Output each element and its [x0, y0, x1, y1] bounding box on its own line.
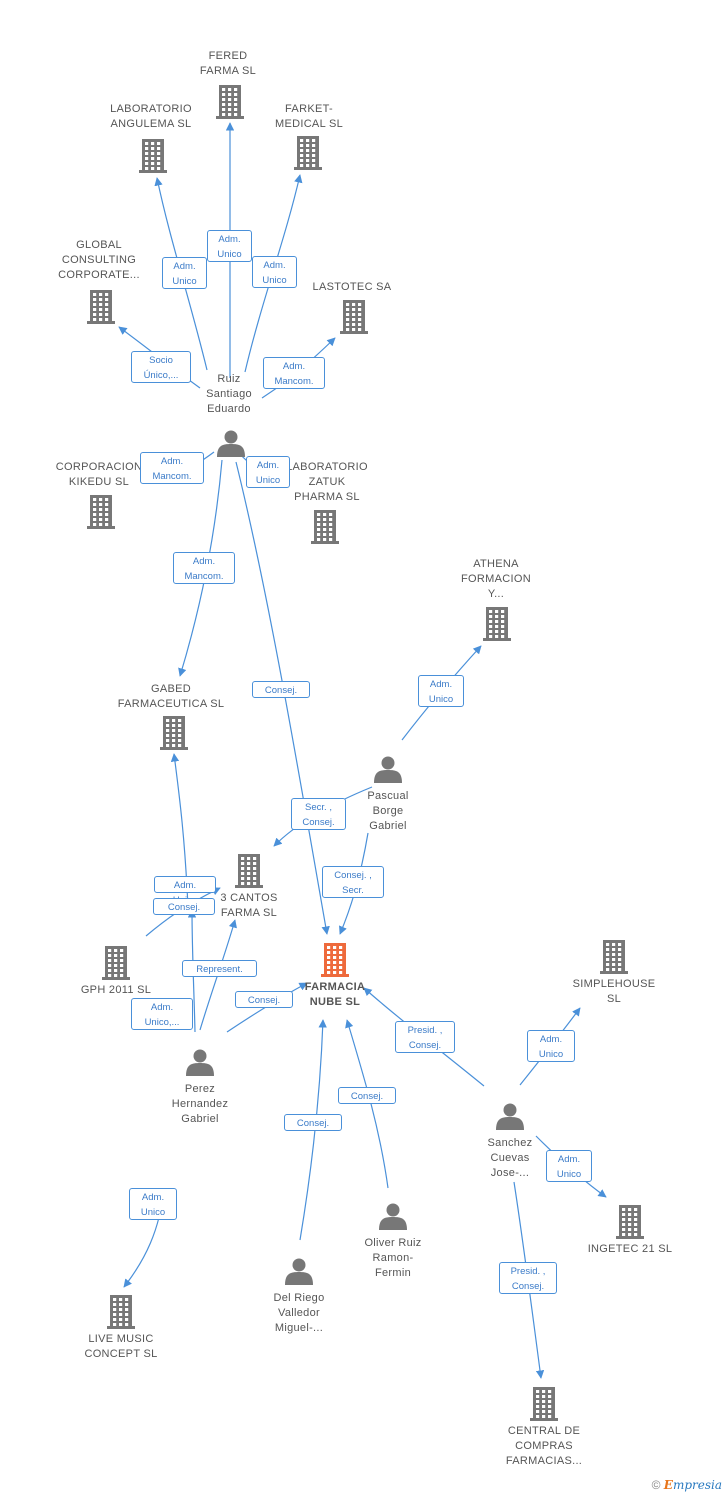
company-icon-livemusic[interactable] [107, 1295, 135, 1329]
relation-badge-e2[interactable]: Adm. Unico [162, 257, 207, 289]
company-icon-gabed[interactable] [160, 716, 188, 750]
relation-badge-e12[interactable]: Consej. , Secr. [322, 866, 384, 898]
relation-badge-e14[interactable]: Consej. [153, 898, 215, 915]
relation-badge-e6[interactable]: Adm. Mancom. [140, 452, 204, 484]
company-icon-gph[interactable] [102, 946, 130, 980]
person-icon-sanchez[interactable] [496, 1103, 524, 1131]
company-icon-kikedu[interactable] [87, 495, 115, 529]
main-company-icon-farmacia[interactable] [321, 943, 349, 977]
relation-badge-e18[interactable]: Presid. , Consej. [395, 1021, 455, 1053]
relation-badge-e11[interactable]: Secr. , Consej. [291, 798, 346, 830]
node-label-livemusic[interactable]: LIVE MUSIC CONCEPT SL [84, 1333, 158, 1360]
relation-badge-e9[interactable]: Consej. [252, 681, 310, 698]
relation-badge-e21[interactable]: Consej. [284, 1114, 342, 1131]
relation-badge-e8[interactable]: Adm. Mancom. [173, 552, 235, 584]
company-icon-fered[interactable] [216, 85, 244, 119]
node-label-simplehouse[interactable]: SIMPLEHOUSE SL [572, 978, 656, 1005]
node-label-delriego[interactable]: Del Riego Valledor Miguel-... [273, 1292, 325, 1334]
company-icon-farket[interactable] [294, 136, 322, 170]
node-label-perez[interactable]: Perez Hernandez Gabriel [171, 1083, 229, 1125]
person-icon-oliver[interactable] [379, 1203, 407, 1231]
person-icon-perez[interactable] [186, 1049, 214, 1077]
company-icon-cantos[interactable] [235, 854, 263, 888]
footer: © Empresia [652, 1478, 722, 1492]
node-label-oliver[interactable]: Oliver Ruiz Ramon- Fermin [364, 1237, 422, 1279]
node-label-sanchez[interactable]: Sanchez Cuevas Jose-... [487, 1137, 533, 1179]
relation-badge-e16[interactable]: Adm. Unico,... [131, 998, 193, 1030]
node-label-lastotec[interactable]: LASTOTEC SA [312, 281, 392, 293]
relation-badge-e4[interactable]: Socio Único,... [131, 351, 191, 383]
edge-line-e22 [345, 1019, 389, 1189]
person-icon-pascual[interactable] [374, 756, 402, 784]
person-icon-delriego[interactable] [285, 1258, 313, 1286]
relation-badge-e7[interactable]: Adm. Unico [246, 456, 290, 488]
empresia-logo[interactable]: Empresia [663, 1478, 722, 1492]
node-label-global[interactable]: GLOBAL CONSULTING CORPORATE... [58, 239, 140, 281]
node-label-athena[interactable]: ATHENA FORMACION Y... [461, 558, 531, 600]
relation-badge-e13[interactable]: Adm. Unico [154, 876, 216, 906]
relation-badge-e17[interactable]: Consej. [235, 991, 293, 1008]
edge-line-e21 [299, 1019, 327, 1241]
relation-badge-e3[interactable]: Adm. Unico [252, 256, 297, 288]
node-label-zatuk[interactable]: LABORATORIO ZATUK PHARMA SL [286, 461, 368, 503]
node-label-fered[interactable]: FERED FARMA SL [199, 50, 257, 77]
node-label-central[interactable]: CENTRAL DE COMPRAS FARMACIAS... [505, 1425, 583, 1467]
node-label-ruiz[interactable]: Ruiz Santiago Eduardo [206, 373, 252, 415]
company-icon-simplehouse[interactable] [600, 940, 628, 974]
node-label-ingetec[interactable]: INGETEC 21 SL [587, 1243, 673, 1255]
company-icon-athena[interactable] [483, 607, 511, 641]
company-icon-ingetec[interactable] [616, 1205, 644, 1239]
person-icon-ruiz[interactable] [217, 430, 245, 458]
relation-badge-e1[interactable]: Adm. Unico [207, 230, 252, 262]
node-label-gabed[interactable]: GABED FARMACEUTICA SL [117, 683, 225, 710]
node-label-farmacia[interactable]: FARMACIA NUBE SL [304, 981, 366, 1008]
company-icon-central[interactable] [530, 1387, 558, 1421]
node-label-gph[interactable]: GPH 2011 SL [80, 984, 152, 996]
relation-badge-e20[interactable]: Adm. Unico [546, 1150, 592, 1182]
relation-badge-e23[interactable]: Adm. Unico [129, 1188, 177, 1220]
node-label-angulema[interactable]: LABORATORIO ANGULEMA SL [110, 103, 192, 130]
relation-badge-e15[interactable]: Represent. [182, 960, 257, 977]
company-icon-zatuk[interactable] [311, 510, 339, 544]
node-label-farket[interactable]: FARKET- MEDICAL SL [274, 103, 344, 130]
node-label-pascual[interactable]: Pascual Borge Gabriel [367, 790, 409, 832]
copyright-icon: © [651, 1478, 661, 1492]
company-icon-global[interactable] [87, 290, 115, 324]
company-icon-angulema[interactable] [139, 139, 167, 173]
relation-badge-e5[interactable]: Adm. Mancom. [263, 357, 325, 389]
relation-badge-e24[interactable]: Presid. , Consej. [499, 1262, 557, 1294]
relation-badge-e10[interactable]: Adm. Unico [418, 675, 464, 707]
company-icon-lastotec[interactable] [340, 300, 368, 334]
node-label-cantos[interactable]: 3 CANTOS FARMA SL [220, 892, 278, 919]
relation-badge-e19[interactable]: Adm. Unico [527, 1030, 575, 1062]
node-label-kikedu[interactable]: CORPORACION KIKEDU SL [55, 461, 143, 488]
relation-badge-e22[interactable]: Consej. [338, 1087, 396, 1104]
